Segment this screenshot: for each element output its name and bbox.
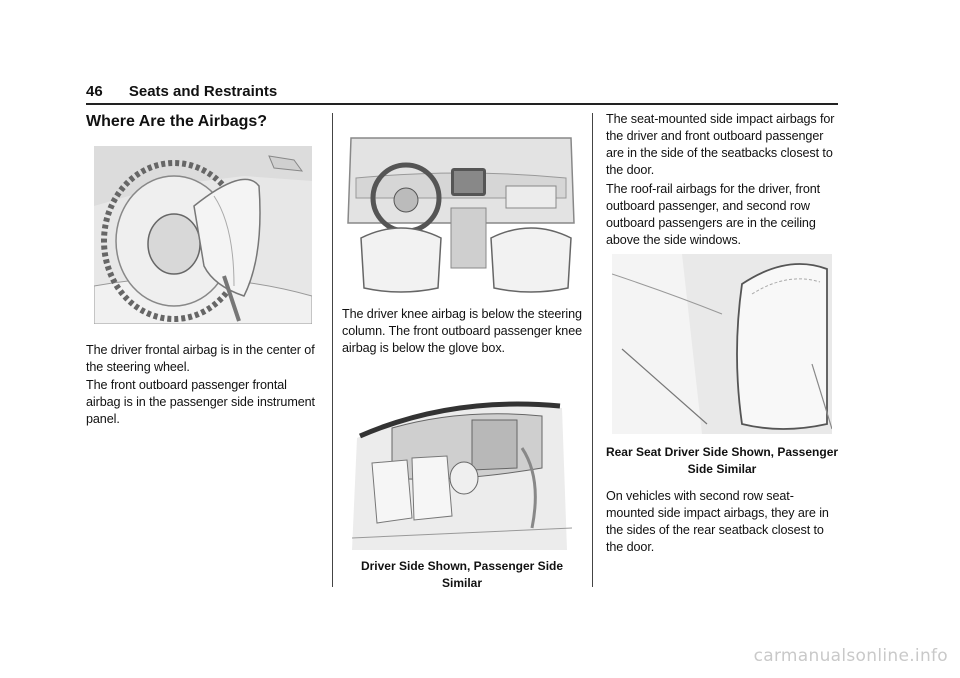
section-title: Seats and Restraints bbox=[128, 83, 278, 100]
figure-seat-side-airbag bbox=[612, 254, 832, 434]
col3-paragraph-1: The seat-mounted side impact airbags for… bbox=[606, 112, 835, 177]
page-heading: Where Are the Airbags? bbox=[86, 113, 268, 130]
figure-roof-rail-airbags bbox=[352, 388, 572, 550]
column-divider-right bbox=[592, 113, 593, 587]
column-divider-left bbox=[332, 113, 333, 587]
col3-paragraph-3: On vehicles with second row seat-mounted… bbox=[606, 489, 829, 554]
figure-knee-airbags bbox=[346, 128, 576, 293]
col2-paragraph-1: The driver knee airbag is below the stee… bbox=[342, 307, 583, 355]
col1-paragraph-2: The front outboard passenger frontal air… bbox=[86, 378, 315, 426]
col3-paragraph-2: The roof-rail airbags for the driver, fr… bbox=[606, 182, 821, 247]
page-number: 46 bbox=[86, 83, 103, 100]
figure-driver-frontal-airbag bbox=[94, 146, 312, 324]
col2-figure-caption: Driver Side Shown, Passenger Side Simila… bbox=[360, 559, 564, 590]
watermark-text: carmanualsonline.info bbox=[753, 646, 948, 666]
header-text: 46 Seats and Restraints bbox=[86, 83, 277, 100]
col3-figure-caption: Rear Seat Driver Side Shown, Passenger S… bbox=[605, 445, 839, 476]
header-rule bbox=[86, 103, 838, 105]
col1-paragraph-1: The driver frontal airbag is in the cent… bbox=[86, 343, 315, 374]
